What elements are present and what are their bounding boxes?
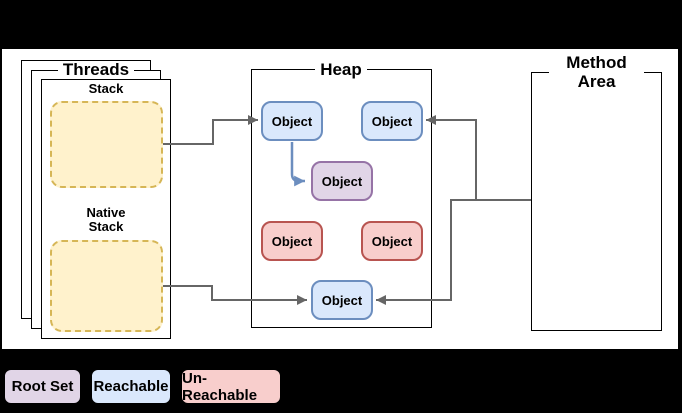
heap-object-reachable-top-right: Object <box>361 101 423 141</box>
heap-object-unreachable-left: Object <box>261 221 323 261</box>
native-stack-label: Native Stack <box>76 206 136 234</box>
threads-title: Threads <box>58 61 134 79</box>
heap-object-reachable-top-left: Object <box>261 101 323 141</box>
heap-title: Heap <box>315 61 367 79</box>
method-area-title: Method Area <box>549 53 644 91</box>
legend-root-set: Root Set <box>3 368 82 405</box>
heap-object-unreachable-right: Object <box>361 221 423 261</box>
heap-object-reachable-bottom: Object <box>311 280 373 320</box>
native-stack-label-line2: Stack <box>88 219 124 234</box>
method-area-title-line1: Method <box>566 53 627 72</box>
native-stack-label-line1: Native <box>86 205 126 220</box>
legend-reachable: Reachable <box>90 368 172 405</box>
method-area-frame <box>531 72 662 331</box>
heap-object-root-set: Object <box>311 161 373 201</box>
method-area-title-line2: Area <box>577 72 616 91</box>
stack-label: Stack <box>88 81 124 96</box>
stack-region <box>50 101 163 188</box>
legend-un-reachable: Un-Reachable <box>180 368 282 405</box>
native-stack-region <box>50 240 163 332</box>
